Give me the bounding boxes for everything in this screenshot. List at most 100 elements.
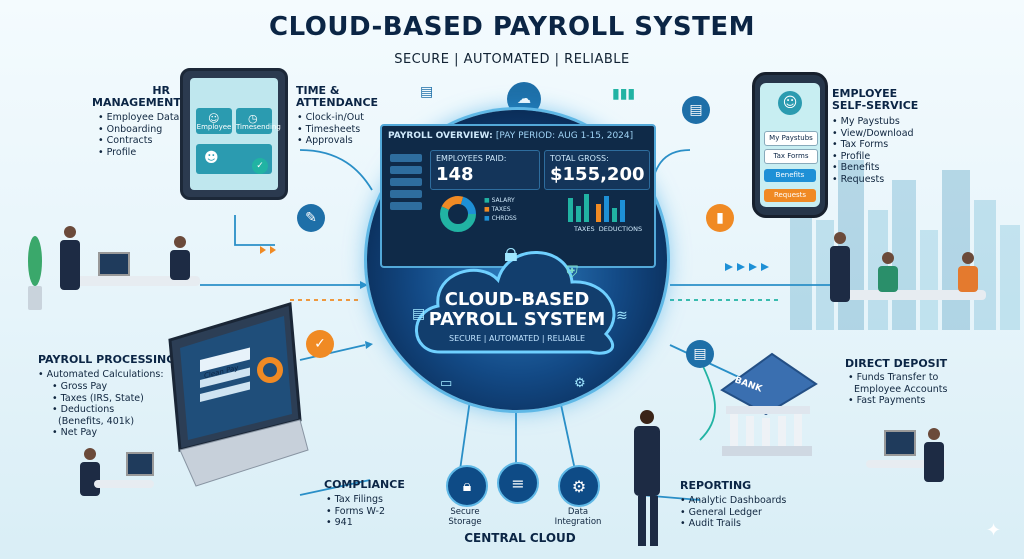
cloud-title: CLOUD-BASED PAYROLL SYSTEM xyxy=(417,290,617,330)
list-item: Analytic Dashboards xyxy=(680,495,787,507)
processing-intro: • Automated Calculations: xyxy=(38,369,164,380)
person-body xyxy=(830,246,850,302)
sparkle-icon: ✦ xyxy=(986,520,1002,541)
time-heading: TIME & ATTENDANCE xyxy=(296,85,378,109)
list-item: Tax Forms xyxy=(832,139,914,151)
monitor-illustration xyxy=(884,430,916,456)
document-icon: ▤ xyxy=(420,84,434,100)
secure-storage-line2: Storage xyxy=(448,517,482,527)
list-item: • Fast Payments xyxy=(848,395,926,406)
secure-storage-label: Secure Storage xyxy=(430,507,500,527)
employee-button-label: Employee xyxy=(196,123,232,131)
list-item-text: Deductions xyxy=(60,404,115,415)
monitor-illustration xyxy=(98,252,130,276)
donut-legend: ■ SALARY ■ TAXES ■ CHRDSS xyxy=(484,197,517,222)
list-item: Approvals xyxy=(297,135,364,147)
compliance-heading: COMPLIANCE xyxy=(324,478,405,491)
total-gross-card: TOTAL GROSS: $155,200 xyxy=(544,150,650,190)
cloud-title-line1: CLOUD-BASED xyxy=(444,289,590,310)
checklist-icon: ✓ xyxy=(306,330,334,358)
tablet-screen: Employee Timesending ☺ ◷ ☻ ✓ xyxy=(190,78,281,190)
bar-chart xyxy=(568,194,625,222)
person-body xyxy=(634,426,660,496)
list-item: Profile xyxy=(832,151,914,163)
bar-chart-icon: ▮▮▮ xyxy=(612,86,636,102)
employees-paid-value: 148 xyxy=(436,164,474,185)
employee-button[interactable]: Employee xyxy=(196,108,232,134)
ess-heading-line1: EMPLOYEE xyxy=(832,87,898,100)
ess-list: My Paystubs View/Download Tax Forms Prof… xyxy=(832,116,914,185)
time-heading-line2: ATTENDANCE xyxy=(296,96,379,109)
list-item: My Paystubs xyxy=(832,116,914,128)
check-icon: ✓ xyxy=(252,158,268,174)
legend-salary: SALARY xyxy=(491,197,515,204)
database-icon: ≡ xyxy=(497,462,539,504)
list-item-text: Employee Accounts xyxy=(854,383,948,395)
list-item-text: Net Pay xyxy=(60,427,98,438)
hr-list: Employee Data Onboarding Contracts Profi… xyxy=(98,112,180,158)
list-item: Forms W-2 xyxy=(326,506,385,518)
laptop-illustration xyxy=(168,302,309,487)
reporting-heading: REPORTING xyxy=(680,479,752,492)
bar-labels: TAXES DEDUCTIONS xyxy=(574,225,642,233)
ess-heading: EMPLOYEE SELF-SERVICE xyxy=(832,88,918,112)
list-item: View/Download xyxy=(832,128,914,140)
office-desk xyxy=(836,290,986,300)
monitor-illustration xyxy=(126,452,154,476)
requests-button[interactable]: Requests xyxy=(764,189,816,202)
list-item: Timesheets xyxy=(297,124,364,136)
phone-screen: ☺ My Paystubs Tax Forms Benefits Request… xyxy=(760,83,820,207)
lock-icon: 🔒︎ xyxy=(504,238,518,268)
benefits-button[interactable]: Benefits xyxy=(764,169,816,182)
tax-forms-button[interactable]: Tax Forms xyxy=(764,149,818,164)
requests-label: Requests xyxy=(773,191,807,199)
office-desk xyxy=(94,480,154,488)
hr-heading: HR MANAGEMENT xyxy=(92,85,181,109)
deposit-list: • Funds Transfer to Employee Accounts • … xyxy=(848,372,947,407)
my-paystubs-label: My Paystubs xyxy=(769,134,813,142)
list-item-text: Gross Pay xyxy=(60,381,108,392)
list-item-text: Fast Payments xyxy=(856,395,926,406)
person-illustration xyxy=(64,226,76,238)
processing-list: • Gross Pay • Taxes (IRS, State) • Deduc… xyxy=(52,381,144,439)
clock-icon: ◷ xyxy=(248,112,258,125)
processing-heading: PAYROLL PROCESSING xyxy=(38,353,176,366)
office-desk xyxy=(866,460,946,468)
employees-paid-card: EMPLOYEES PAID: 148 xyxy=(430,150,540,190)
person-illustration xyxy=(928,428,940,440)
document-check-icon: ▤ xyxy=(686,340,714,368)
list-item: General Ledger xyxy=(680,507,786,519)
list-item: Onboarding xyxy=(98,124,179,136)
user-icon: ☺ xyxy=(208,112,220,125)
processing-intro-text: Automated Calculations: xyxy=(46,369,164,380)
person-illustration xyxy=(174,236,186,248)
person-illustration xyxy=(640,410,654,424)
donut-chart xyxy=(440,196,476,232)
list-item: • Taxes (IRS, State) xyxy=(52,392,144,404)
list-item: Benefits xyxy=(832,162,914,174)
timesending-button[interactable]: Timesending xyxy=(236,108,281,134)
bank-illustration xyxy=(720,352,818,456)
pay-period: [PAY PERIOD: AUG 1-15, 2024] xyxy=(495,131,634,141)
tax-forms-label: Tax Forms xyxy=(773,152,809,160)
page-subtitle: SECURE | AUTOMATED | RELIABLE xyxy=(394,52,630,67)
list-item: • Net Pay xyxy=(52,427,98,438)
list-item: Clock-in/Out xyxy=(297,112,364,124)
card-icon: ▭ xyxy=(440,376,453,391)
cloud-shape xyxy=(415,251,616,355)
person-illustration xyxy=(834,232,846,244)
page-title: CLOUD-BASED PAYROLL SYSTEM xyxy=(269,12,755,42)
total-gross-value: $155,200 xyxy=(550,164,645,185)
person-body xyxy=(958,266,978,292)
data-integration-line1: Data xyxy=(567,507,589,517)
person-illustration xyxy=(962,252,974,264)
list-item: (Benefits, 401k) xyxy=(52,416,144,428)
city-skyline xyxy=(790,160,1020,330)
person-body xyxy=(170,250,190,280)
list-item: Requests xyxy=(832,174,914,186)
bar-label-deductions: DEDUCTIONS xyxy=(598,225,643,233)
my-paystubs-button[interactable]: My Paystubs xyxy=(764,131,818,146)
cloud-subtitle: SECURE | AUTOMATED | RELIABLE xyxy=(448,334,586,343)
person-legs xyxy=(638,496,646,546)
